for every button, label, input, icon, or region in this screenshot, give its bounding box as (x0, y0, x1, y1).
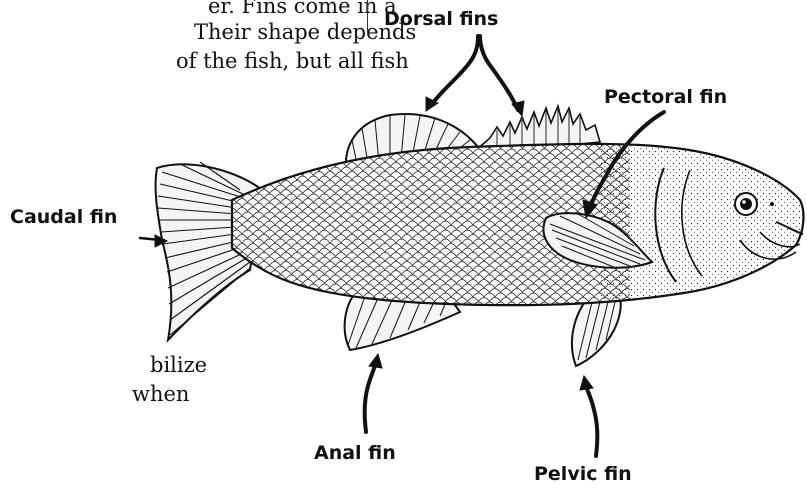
pelvic-fin (572, 298, 621, 366)
fish-eye (735, 193, 757, 215)
fish-body (230, 140, 807, 310)
arrow-dorsal-fins (426, 36, 524, 116)
arrow-pelvic-fin (580, 376, 597, 456)
arrow-anal-fin (365, 354, 382, 432)
